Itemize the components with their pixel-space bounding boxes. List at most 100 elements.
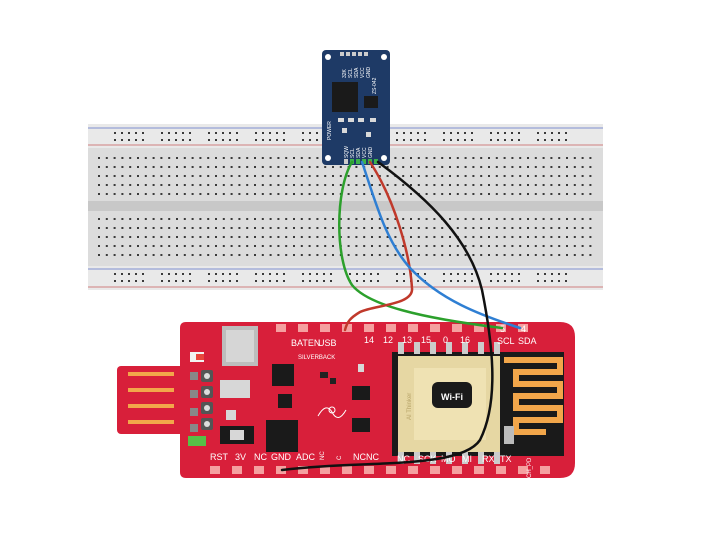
breadboard-hole xyxy=(215,132,217,134)
breadboard-hole xyxy=(377,273,379,275)
breadboard-hole xyxy=(189,273,191,275)
pin-label-nc: NC xyxy=(320,451,326,460)
breadboard-hole xyxy=(519,236,522,238)
breadboard-hole xyxy=(230,227,233,229)
breadboard-hole xyxy=(176,175,178,177)
breadboard-hole xyxy=(472,157,475,159)
rtc-top-pin-label: 32K xyxy=(342,68,348,78)
breadboard-hole xyxy=(269,175,272,177)
breadboard-hole xyxy=(135,280,137,282)
breadboard-hole xyxy=(308,175,311,177)
breadboard-hole xyxy=(199,245,202,247)
breadboard-hole xyxy=(222,280,224,282)
breadboard-hole xyxy=(152,175,155,177)
breadboard-hole xyxy=(262,132,264,134)
breadboard-hole xyxy=(285,166,288,168)
breadboard-hole xyxy=(511,227,514,229)
breadboard-hole xyxy=(488,227,490,229)
breadboard-hole xyxy=(417,218,420,220)
breadboard-hole xyxy=(589,218,592,220)
breadboard-hole xyxy=(229,280,231,282)
breadboard-hole xyxy=(433,245,436,247)
breadboard-hole xyxy=(98,227,100,229)
breadboard-hole xyxy=(207,193,210,195)
breadboard-hole xyxy=(98,157,100,159)
breadboard-hole xyxy=(222,227,225,229)
breadboard-hole xyxy=(503,245,506,247)
breadboard-hole xyxy=(425,218,428,220)
breadboard-hole xyxy=(394,157,397,159)
breadboard-hole xyxy=(324,254,327,256)
breadboard-hole xyxy=(168,157,171,159)
breadboard-hole xyxy=(449,218,451,220)
breadboard-hole xyxy=(410,175,412,177)
breadboard-hole xyxy=(168,166,171,168)
breadboard-hole xyxy=(417,236,420,238)
breadboard-hole xyxy=(534,175,537,177)
breadboard-hole xyxy=(121,157,124,159)
breadboard-hole xyxy=(152,184,155,186)
breadboard-hole xyxy=(183,193,186,195)
pin-number: 4 xyxy=(521,324,526,334)
breadboard-hole xyxy=(129,218,132,220)
breadboard-hole xyxy=(215,139,217,141)
breadboard-hole xyxy=(144,254,147,256)
breadboard-hole xyxy=(396,139,398,141)
breadboard-hole xyxy=(417,166,420,168)
breadboard-hole xyxy=(472,184,475,186)
breadboard-hole xyxy=(386,184,389,186)
breadboard-hole xyxy=(207,166,210,168)
breadboard-hole xyxy=(558,157,561,159)
breadboard-hole xyxy=(191,245,194,247)
breadboard-hole xyxy=(285,184,288,186)
breadboard-hole xyxy=(98,193,100,195)
breadboard-hole xyxy=(269,254,272,256)
breadboard-hole xyxy=(230,157,233,159)
breadboard-hole xyxy=(144,157,147,159)
breadboard-hole xyxy=(551,280,553,282)
breadboard-hole xyxy=(511,184,514,186)
breadboard-hole xyxy=(222,184,225,186)
breadboard-hole xyxy=(472,175,475,177)
breadboard-hole xyxy=(332,166,334,168)
breadboard-hole xyxy=(308,193,311,195)
breadboard-hole xyxy=(144,166,147,168)
breadboard-hole xyxy=(417,132,419,134)
rtc-bottom-pin-label: VCC xyxy=(362,147,368,158)
breadboard-hole xyxy=(457,273,459,275)
breadboard-hole xyxy=(308,166,311,168)
breadboard-hole xyxy=(433,157,436,159)
breadboard-hole xyxy=(129,227,132,229)
breadboard-hole xyxy=(137,193,139,195)
breadboard-hole xyxy=(386,236,389,238)
breadboard-hole xyxy=(222,175,225,177)
breadboard-hole xyxy=(238,227,241,229)
breadboard-hole xyxy=(511,280,513,282)
pin-number: 12 xyxy=(383,335,393,345)
breadboard-hole xyxy=(98,245,100,247)
breadboard-hole xyxy=(302,273,304,275)
wifi-logo-text: Wi-Fi xyxy=(441,392,463,402)
breadboard-hole xyxy=(316,254,319,256)
breadboard-hole xyxy=(355,184,358,186)
breadboard-hole xyxy=(456,218,459,220)
breadboard-hole xyxy=(471,132,473,134)
breadboard-hole xyxy=(441,227,444,229)
breadboard-hole xyxy=(183,175,186,177)
breadboard-hole xyxy=(503,175,506,177)
breadboard-hole xyxy=(542,236,545,238)
breadboard-hole xyxy=(262,280,264,282)
breadboard-hole xyxy=(199,175,202,177)
breadboard-hole xyxy=(441,157,444,159)
breadboard-hole xyxy=(511,157,514,159)
breadboard-hole xyxy=(386,175,389,177)
breadboard-hole xyxy=(503,193,506,195)
breadboard-hole xyxy=(443,139,445,141)
breadboard-hole xyxy=(402,193,405,195)
breadboard-hole xyxy=(403,280,405,282)
pin-label-rx: RX xyxy=(482,454,495,464)
breadboard-hole xyxy=(207,236,210,238)
breadboard-hole xyxy=(370,280,372,282)
breadboard-hole xyxy=(511,166,514,168)
breadboard-hole xyxy=(464,280,466,282)
